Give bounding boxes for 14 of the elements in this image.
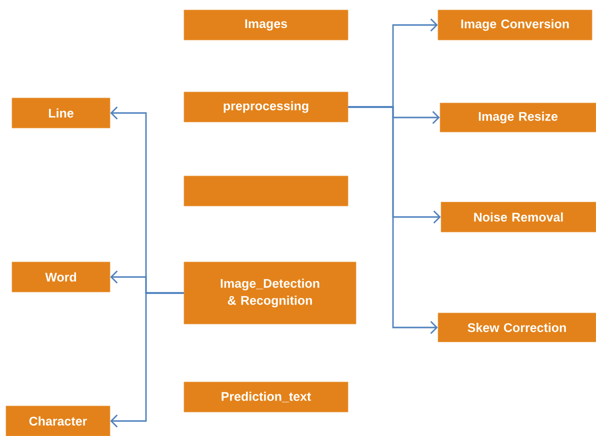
arrow — [348, 106, 438, 334]
process-box — [184, 176, 348, 206]
arrow — [110, 292, 184, 428]
process-box: Prediction_text — [184, 382, 348, 412]
process-box: Line — [12, 98, 110, 128]
process-box: Image Resize — [440, 102, 596, 132]
process-box: Image_Detection & Recognition — [184, 262, 356, 324]
process-box: Images — [184, 10, 348, 40]
process-box: Word — [12, 262, 110, 292]
process-box: Skew Correction — [438, 312, 596, 342]
process-box: Image Conversion — [438, 10, 592, 40]
process-box: Noise Removal — [440, 202, 596, 232]
process-box: Character — [6, 406, 110, 436]
process-box: preprocessing — [184, 92, 348, 122]
